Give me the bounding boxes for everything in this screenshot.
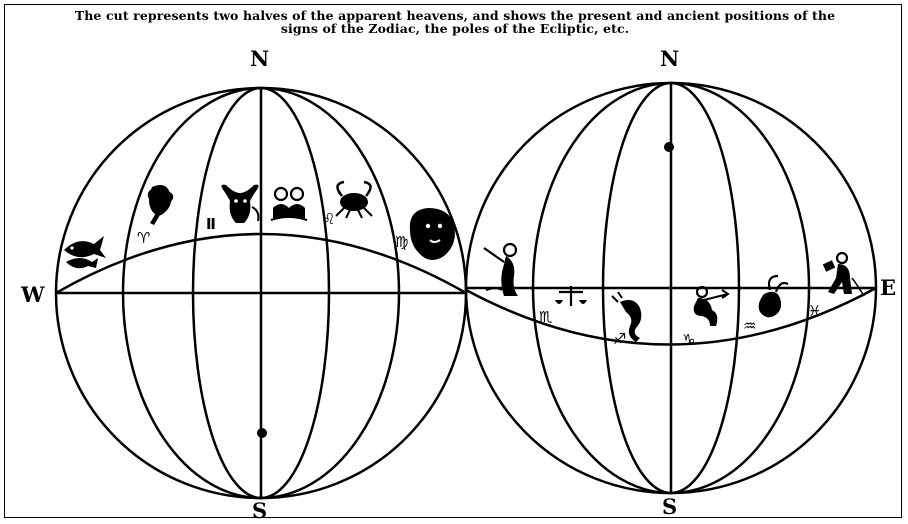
aquarius-glyph: ♒ bbox=[743, 317, 756, 335]
leo-glyph: ♌ bbox=[322, 210, 335, 228]
aries-glyph: ♈ bbox=[137, 229, 150, 247]
aries-figure-icon bbox=[149, 185, 172, 225]
gemini-figure-icon bbox=[271, 188, 307, 220]
capricorn-glyph: ♑ bbox=[682, 331, 695, 349]
pisces-figure-icon bbox=[64, 236, 106, 268]
west-south-label: S bbox=[252, 498, 267, 523]
west-north-label: N bbox=[250, 46, 269, 71]
pisces-glyph: ♓ bbox=[808, 302, 821, 320]
virgo-figure-icon bbox=[484, 244, 518, 296]
cancer-figure-icon bbox=[336, 182, 372, 218]
gemini-glyph: Ⅱ bbox=[206, 215, 216, 233]
east-north-label: N bbox=[660, 46, 679, 71]
aquarius-figure-icon bbox=[823, 253, 864, 296]
leo-figure-icon bbox=[410, 208, 455, 260]
east-south-label: S bbox=[662, 494, 677, 519]
taurus-figure-icon bbox=[221, 185, 258, 223]
west-ecliptic-pole-dot bbox=[257, 428, 267, 438]
virgo-glyph: ♍ bbox=[395, 233, 408, 251]
west-label: W bbox=[20, 282, 45, 307]
sagittarius-glyph: ♐ bbox=[613, 330, 626, 348]
libra-glyph: ♏ bbox=[539, 308, 553, 326]
east-label: E bbox=[880, 275, 896, 300]
sagittarius-figure-icon bbox=[694, 287, 728, 326]
east-ecliptic-pole-dot bbox=[664, 142, 674, 152]
capricorn-figure-icon bbox=[759, 276, 788, 317]
